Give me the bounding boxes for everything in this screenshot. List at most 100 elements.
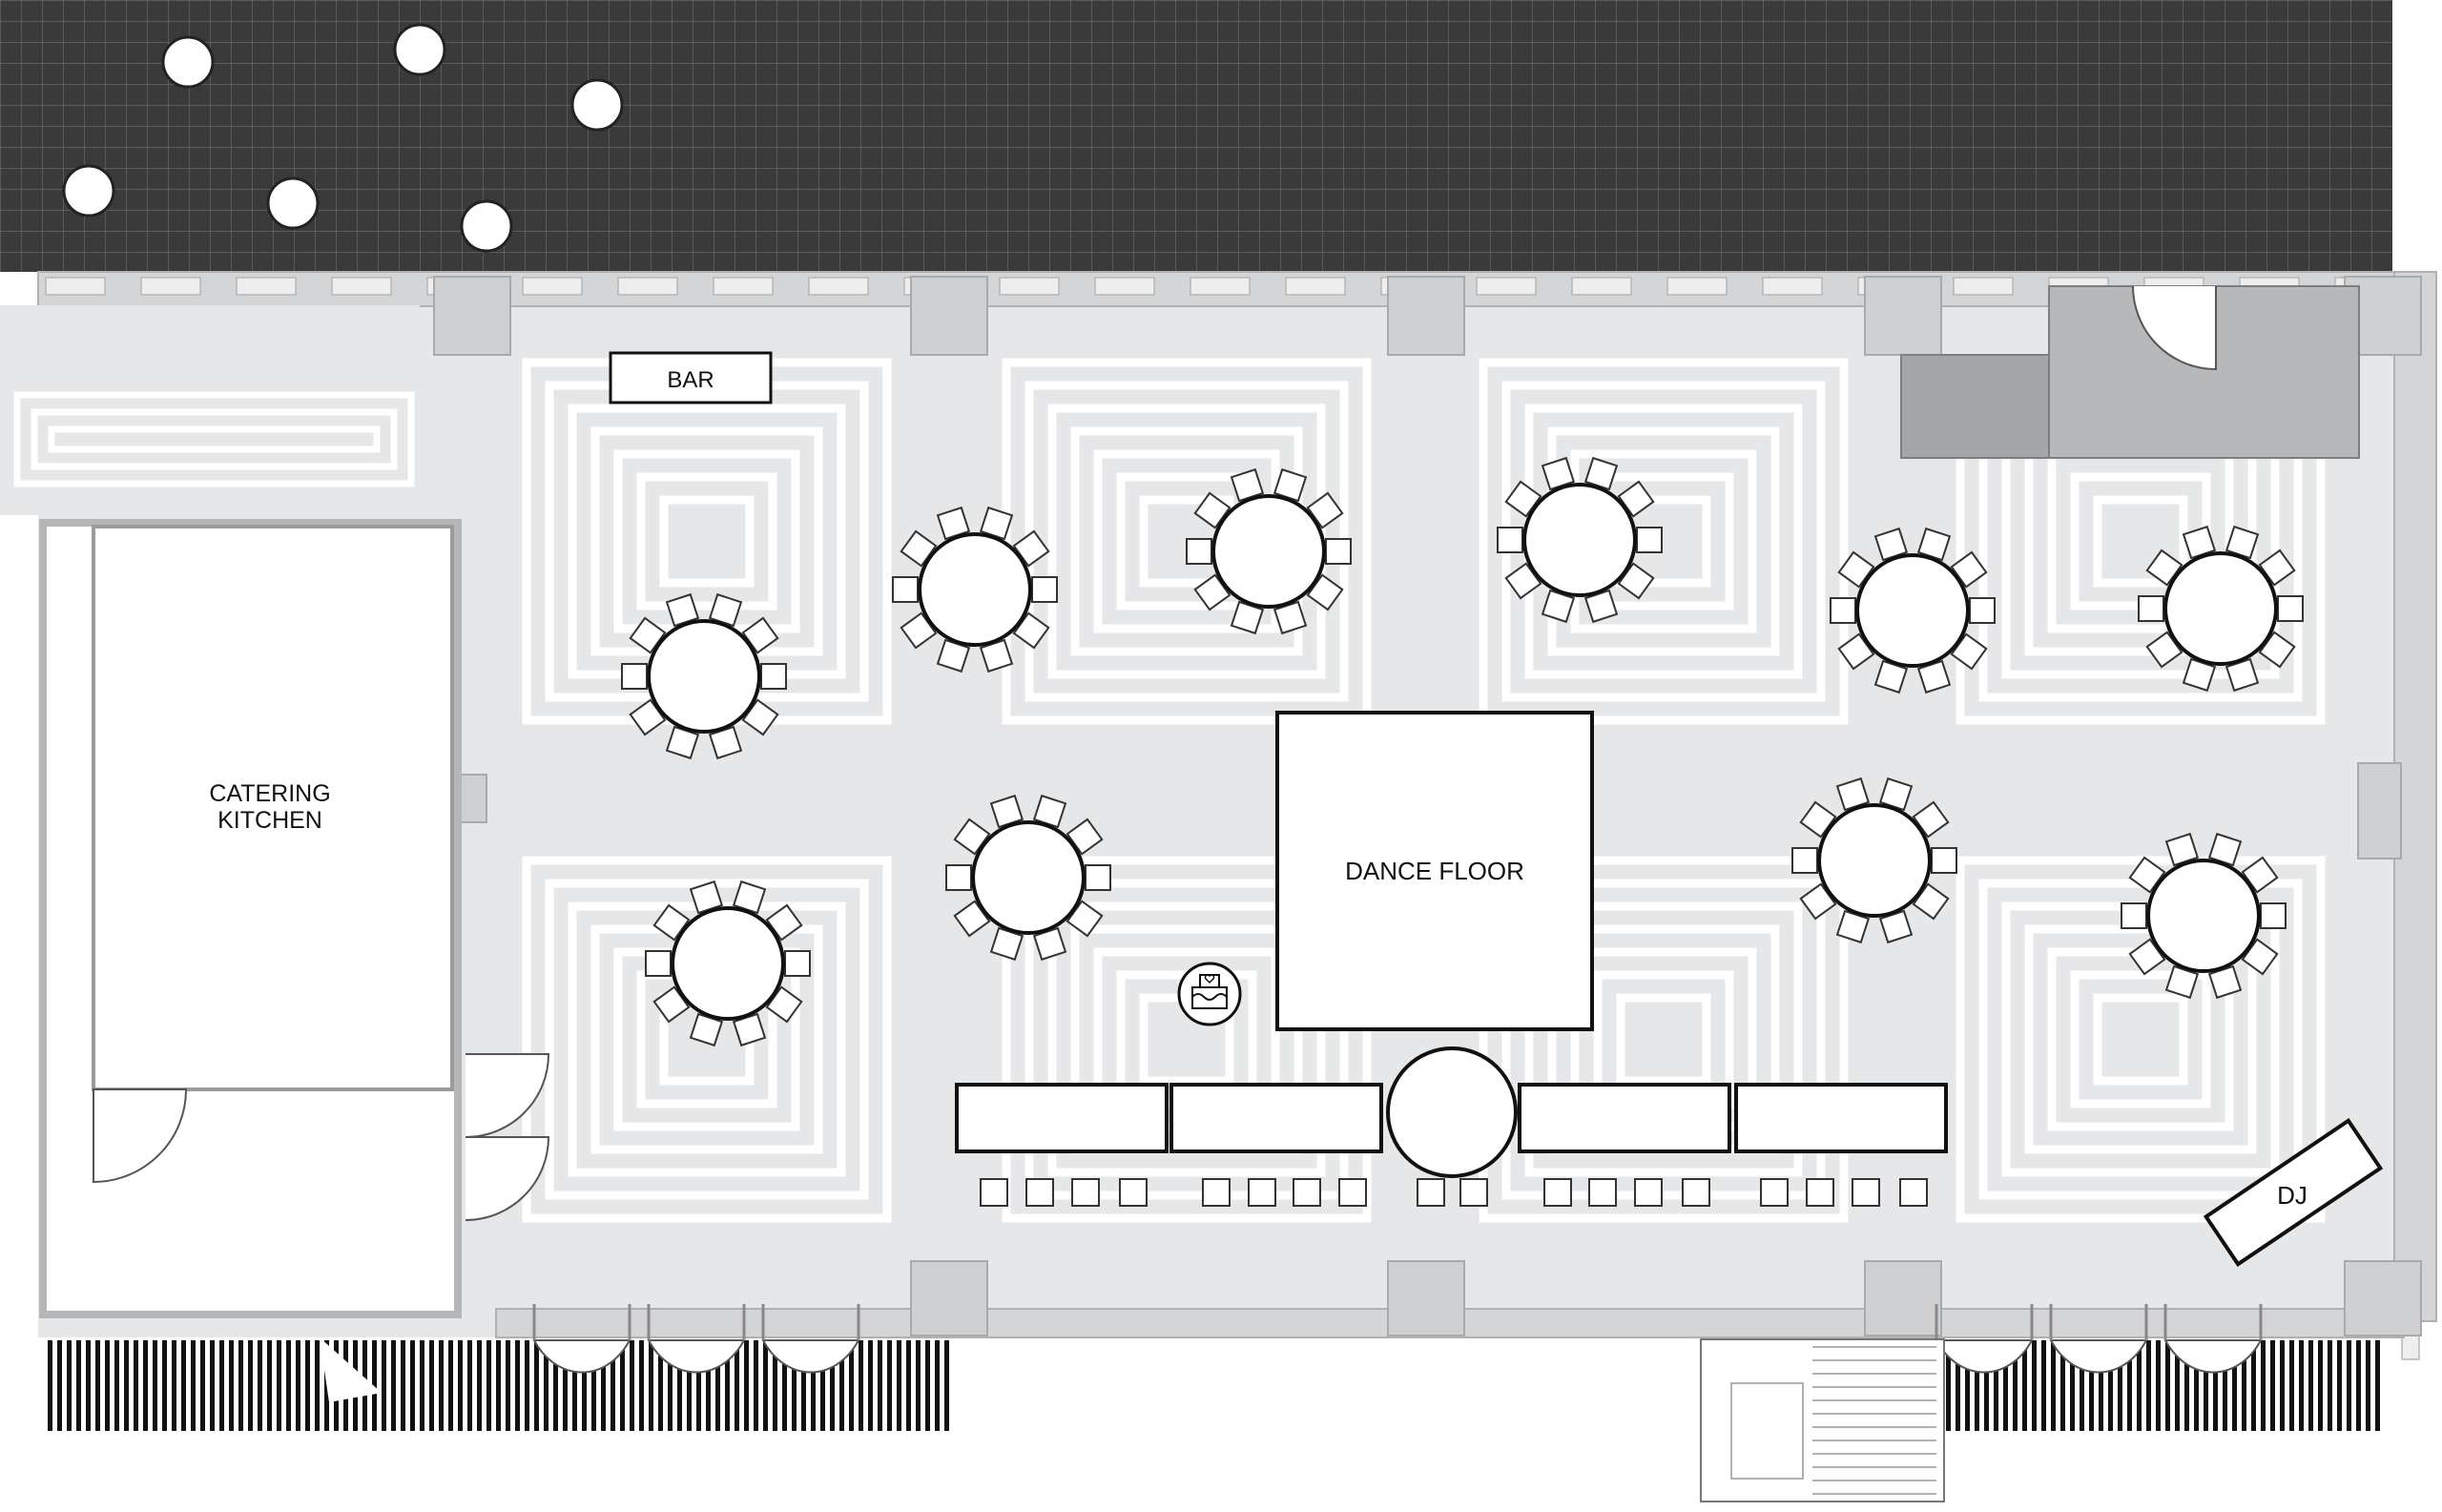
chair [989, 926, 1024, 962]
table-top [2146, 859, 2261, 973]
column [1387, 276, 1465, 356]
chair [645, 950, 672, 977]
window [1762, 277, 1823, 296]
bar-label: BAR [667, 367, 714, 393]
chair [689, 880, 724, 915]
window [140, 277, 201, 296]
bar [609, 351, 773, 404]
chair [2225, 525, 2260, 560]
column [1864, 1260, 1942, 1336]
head-table-section [955, 1083, 1169, 1153]
kitchen-label-line2: KITCHEN [217, 807, 322, 834]
column [2357, 762, 2402, 860]
table-top [671, 906, 785, 1021]
chair [1969, 597, 1996, 624]
chair [1025, 1178, 1054, 1207]
chair [1031, 576, 1058, 603]
chair [665, 592, 700, 628]
outdoor-patio [0, 0, 2392, 272]
bay-window [761, 1339, 860, 1374]
chair [1873, 527, 1909, 562]
carpet-square [1474, 851, 1853, 1228]
chair [1791, 847, 1818, 874]
chair [784, 950, 811, 977]
window [522, 277, 583, 296]
chair [2225, 657, 2260, 693]
bay-window [2049, 1339, 2148, 1374]
column [910, 1260, 988, 1336]
window [617, 277, 678, 296]
chair [2277, 595, 2304, 622]
dance-floor-label: DANCE FLOOR [1345, 857, 1524, 885]
dj-booth [2203, 1118, 2384, 1267]
chair [936, 638, 971, 673]
chair [621, 663, 648, 690]
window [1666, 277, 1728, 296]
dj-label: DJ [2277, 1181, 2307, 1210]
window [1476, 277, 1537, 296]
chair [2164, 832, 2200, 867]
cocktail-table-icon [62, 164, 115, 217]
chair [1931, 847, 1957, 874]
round-table [621, 592, 787, 760]
cocktail-tables [62, 23, 624, 253]
window [1190, 277, 1251, 296]
round-table [945, 794, 1111, 962]
chair [1899, 1178, 1928, 1207]
window [236, 277, 297, 296]
chair [1202, 1178, 1231, 1207]
chair [708, 592, 743, 628]
table-top [1522, 483, 1637, 597]
dance-floor [1275, 711, 1594, 1031]
kitchen-double-door [465, 1053, 550, 1221]
round-table [892, 506, 1058, 673]
chair [1325, 538, 1352, 565]
chair [1916, 527, 1952, 562]
chair [1916, 659, 1952, 694]
table-top [971, 820, 1086, 935]
chair [2207, 832, 2243, 867]
chair [1293, 1178, 1321, 1207]
chair [1085, 864, 1111, 891]
chair [1852, 1178, 1880, 1207]
cocktail-table-icon [570, 78, 624, 132]
chair [1878, 777, 1914, 812]
kitchen-inner-wall [92, 525, 454, 1091]
chair [892, 576, 919, 603]
chair [1248, 1178, 1276, 1207]
round-table [1791, 777, 1957, 944]
chair [2138, 595, 2164, 622]
table-top [1211, 494, 1326, 609]
chair [1186, 538, 1212, 565]
window [331, 277, 392, 296]
bay-window [532, 1339, 631, 1374]
chair [1682, 1178, 1710, 1207]
chair [1338, 1178, 1367, 1207]
chair [936, 506, 971, 541]
chair [1806, 1178, 1834, 1207]
cocktail-table-icon [393, 23, 446, 76]
chair [1032, 794, 1067, 829]
chair [1071, 1178, 1100, 1207]
table-top [1855, 553, 1970, 668]
chair [980, 1178, 1008, 1207]
chair [979, 506, 1014, 541]
bay-window [647, 1339, 746, 1374]
chair [760, 663, 787, 690]
table-top [918, 532, 1032, 647]
table-top [1817, 803, 1932, 918]
cake-table [1177, 962, 1242, 1026]
chair [1459, 1178, 1488, 1207]
chair [1119, 1178, 1148, 1207]
cake-icon [1191, 974, 1228, 1009]
chair [1830, 597, 1856, 624]
service-door [2132, 285, 2217, 371]
chair [1835, 909, 1871, 944]
chair [1273, 467, 1308, 503]
round-table [645, 880, 811, 1047]
sweetheart-table [1386, 1046, 1518, 1178]
round-table [1830, 527, 1996, 694]
chair [1541, 589, 1576, 624]
chair [1636, 527, 1663, 553]
guest-tables [621, 456, 2304, 1047]
